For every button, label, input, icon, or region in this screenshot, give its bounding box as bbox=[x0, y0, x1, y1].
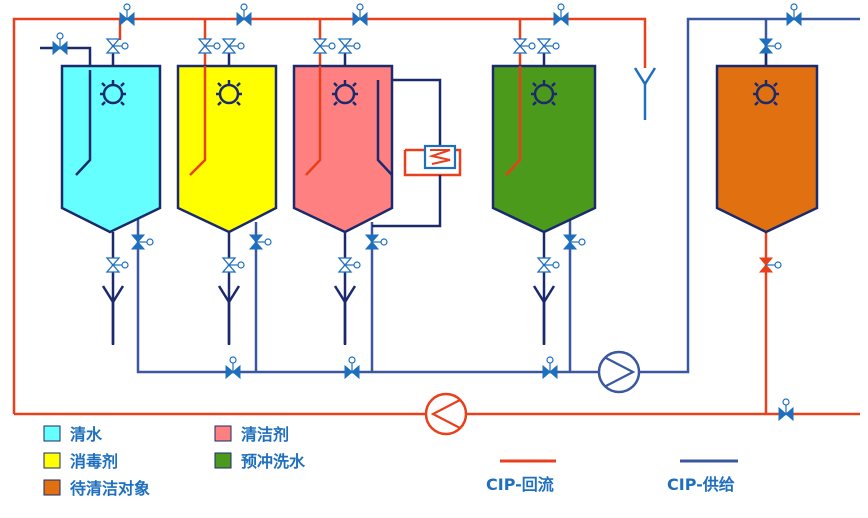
valve-icon[interactable] bbox=[553, 3, 569, 26]
legend-label: 清水 bbox=[70, 425, 103, 444]
legend-line-label: CIP-供给 bbox=[667, 475, 735, 494]
valve-icon[interactable] bbox=[563, 234, 586, 250]
legend-label: 待清洁对象 bbox=[70, 479, 150, 498]
valve-icon[interactable] bbox=[542, 356, 558, 379]
valve-icon[interactable] bbox=[106, 38, 129, 54]
valve-icon[interactable] bbox=[537, 38, 560, 54]
valve-icon[interactable] bbox=[513, 38, 536, 54]
valve-icon[interactable] bbox=[249, 234, 272, 250]
valve-icon[interactable] bbox=[758, 257, 782, 273]
tank-prerinse-water bbox=[491, 64, 597, 234]
valve-icon[interactable] bbox=[338, 257, 361, 273]
legend-label: 预冲洗水 bbox=[241, 452, 306, 471]
valve-icon[interactable] bbox=[352, 3, 368, 26]
pump-icon[interactable] bbox=[597, 350, 641, 394]
legend-label: 清洁剂 bbox=[241, 425, 289, 444]
valve-icon[interactable] bbox=[786, 3, 802, 26]
valve-icon[interactable] bbox=[236, 3, 252, 26]
tank-cleaning-agent bbox=[292, 64, 394, 234]
tank-clean-water bbox=[60, 64, 162, 234]
legend: 清水 消毒剂 待清洁对象 清洁剂 预冲洗水 CIP-回流 CIP-供给 bbox=[43, 425, 738, 498]
valve-icon[interactable] bbox=[365, 234, 388, 250]
valve-icon[interactable] bbox=[52, 32, 68, 55]
valve-icon[interactable] bbox=[759, 38, 782, 54]
valve-icon[interactable] bbox=[222, 38, 245, 54]
supply-line-network bbox=[136, 17, 860, 374]
legend-line-label: CIP-回流 bbox=[486, 475, 554, 494]
legend-swatch bbox=[214, 425, 232, 442]
valve-icon[interactable] bbox=[225, 356, 241, 379]
legend-swatch bbox=[214, 452, 232, 469]
valve-icon[interactable] bbox=[106, 257, 129, 273]
valve-icon[interactable] bbox=[344, 356, 360, 379]
valve-icon[interactable] bbox=[198, 38, 221, 54]
legend-label: 消毒剂 bbox=[70, 452, 118, 471]
valve-icon[interactable] bbox=[778, 398, 794, 421]
valve-icon[interactable] bbox=[222, 257, 245, 273]
legend-swatch bbox=[43, 425, 61, 442]
valve-icon[interactable] bbox=[338, 38, 361, 54]
legend-swatch bbox=[43, 452, 61, 469]
valve-icon[interactable] bbox=[537, 257, 560, 273]
valve-icon[interactable] bbox=[313, 38, 336, 54]
pump-icon[interactable] bbox=[424, 392, 468, 436]
valve-icon[interactable] bbox=[131, 234, 154, 250]
tank-cleaning-target bbox=[715, 64, 819, 234]
heat-exchanger-icon bbox=[423, 144, 457, 170]
tank-disinfectant bbox=[176, 64, 278, 234]
legend-swatch bbox=[43, 479, 61, 496]
valve-icon[interactable] bbox=[119, 3, 135, 26]
drain-icon bbox=[633, 67, 657, 120]
